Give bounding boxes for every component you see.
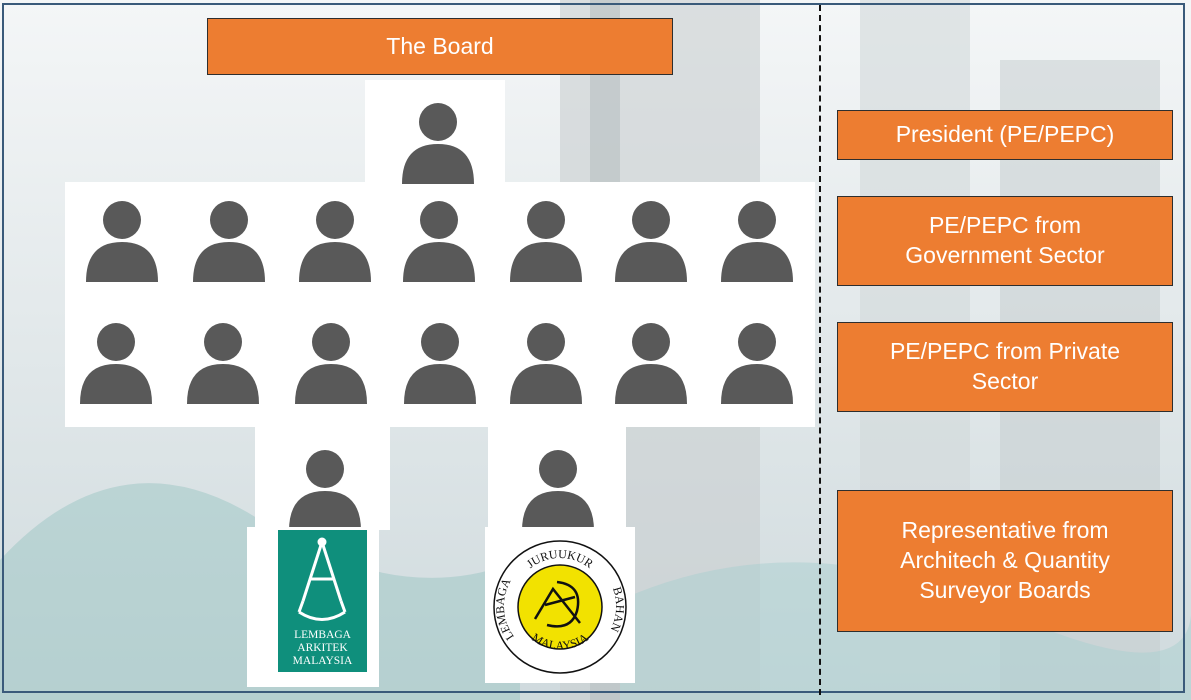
qs-rep-icon xyxy=(510,439,606,540)
person-icon xyxy=(721,201,793,282)
qs-logo-bottom: MALAYSIA xyxy=(529,630,590,652)
role-label-government: PE/PEPC from Government Sector xyxy=(905,212,1105,268)
person-icon xyxy=(295,323,367,404)
private-member-icon xyxy=(709,312,805,413)
person-icon xyxy=(402,103,474,184)
role-label-private: PE/PEPC from Private Sector xyxy=(889,338,1121,394)
person-icon xyxy=(289,450,361,531)
dashed-divider xyxy=(819,5,821,695)
board-title: The Board xyxy=(386,32,494,59)
qs-board-logo: JURUUKUR LEMBAGA BAHAN MALAYSIA xyxy=(485,527,635,683)
role-box-government: PE/PEPC from Government Sector xyxy=(837,196,1173,286)
role-box-representatives: Representative from Architech & Quantity… xyxy=(837,490,1173,632)
compass-icon xyxy=(297,537,347,621)
government-member-icon xyxy=(603,190,699,291)
president-person-icon xyxy=(390,92,486,193)
role-label-representatives: Representative from Architech & Quantity… xyxy=(900,517,1110,603)
person-icon xyxy=(299,201,371,282)
private-member-icon xyxy=(68,312,164,413)
government-member-icon xyxy=(498,190,594,291)
person-icon xyxy=(404,323,476,404)
person-icon xyxy=(615,323,687,404)
private-member-icon xyxy=(498,312,594,413)
person-icon xyxy=(86,201,158,282)
svg-text:MALAYSIA: MALAYSIA xyxy=(529,630,590,652)
svg-text:BAHAN: BAHAN xyxy=(607,585,627,634)
person-icon xyxy=(510,323,582,404)
private-member-icon xyxy=(175,312,271,413)
architect-logo-line2: ARKITEK xyxy=(297,642,348,654)
government-member-icon xyxy=(391,190,487,291)
private-member-icon xyxy=(283,312,379,413)
role-box-private: PE/PEPC from Private Sector xyxy=(837,322,1173,412)
government-member-icon xyxy=(74,190,170,291)
architect-board-logo: LEMBAGA ARKITEK MALAYSIA xyxy=(247,527,379,687)
architect-logo-line3: MALAYSIA xyxy=(293,655,353,667)
person-icon xyxy=(80,323,152,404)
qs-logo-center xyxy=(517,564,603,650)
architect-logo-line1: LEMBAGA xyxy=(294,629,352,641)
qs-emblem-icon xyxy=(533,580,581,628)
person-icon xyxy=(510,201,582,282)
person-icon xyxy=(522,450,594,531)
slide-frame xyxy=(2,3,1185,693)
person-icon xyxy=(403,201,475,282)
qs-logo-right: BAHAN xyxy=(607,585,627,634)
person-icon xyxy=(187,323,259,404)
government-member-icon xyxy=(287,190,383,291)
private-member-icon xyxy=(392,312,488,413)
architect-rep-icon xyxy=(277,439,373,540)
architect-logo-bg xyxy=(278,530,367,672)
government-member-icon xyxy=(709,190,805,291)
government-member-icon xyxy=(181,190,277,291)
person-icon xyxy=(193,201,265,282)
private-member-icon xyxy=(603,312,699,413)
board-title-box: The Board xyxy=(207,18,673,75)
role-label-president: President (PE/PEPC) xyxy=(895,121,1115,148)
person-icon xyxy=(615,201,687,282)
person-icon xyxy=(721,323,793,404)
role-box-president: President (PE/PEPC) xyxy=(837,110,1173,160)
